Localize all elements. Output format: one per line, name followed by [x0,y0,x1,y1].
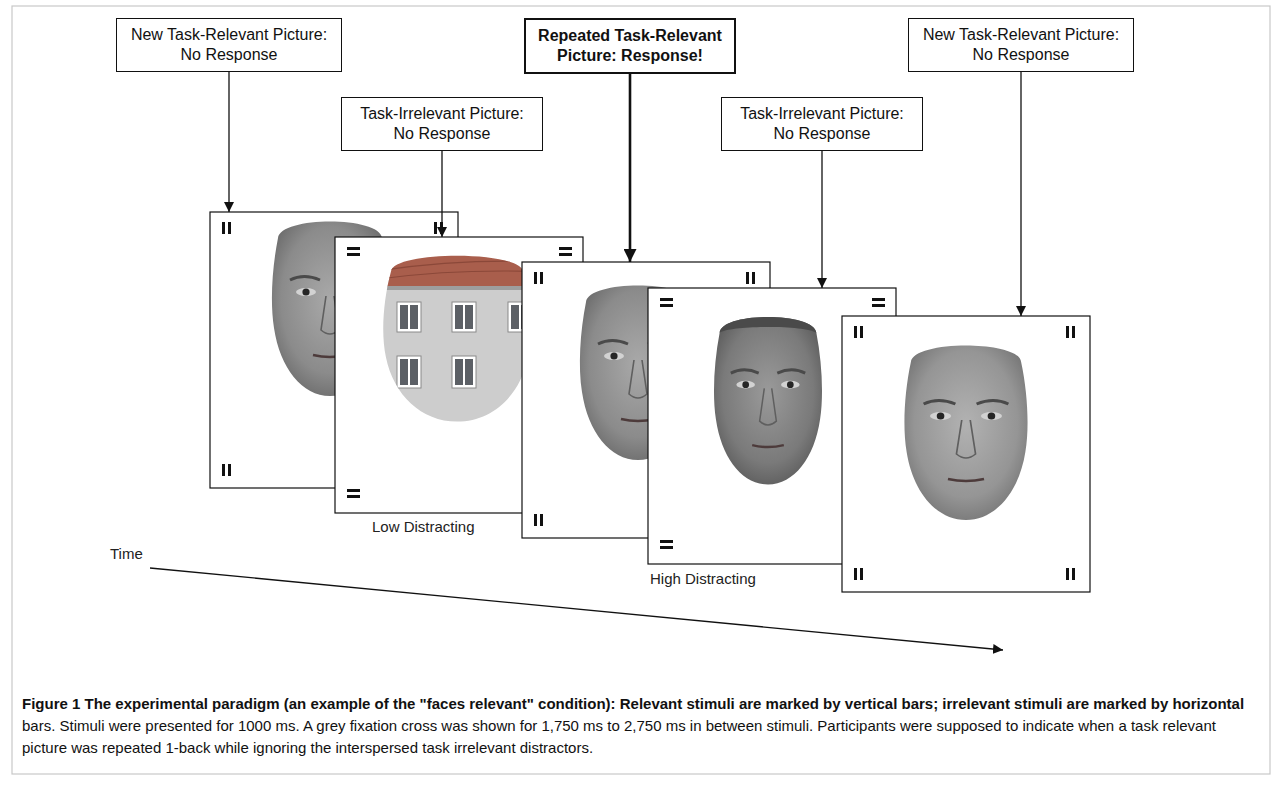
condition-label: Low Distracting [372,518,475,536]
house-picture-part [397,302,532,388]
vertical-bar-mark-part [1072,326,1075,338]
vertical-bar-mark-part [860,568,863,580]
house-picture-part-part [465,305,473,329]
callout-box: New Task-Relevant Picture: No Response [908,18,1134,72]
pointer-arrow-part [1020,70,1021,316]
stimulus-frame [842,316,1090,592]
callout-text: Task-Irrelevant Picture: No Response [350,104,534,144]
house-picture-part-part [455,305,463,329]
house-picture-part-part [465,359,473,385]
horizontal-bar-mark-part [660,540,673,543]
face-picture [714,317,822,485]
vertical-bar-mark-part [540,514,543,526]
house-picture-part-part [400,359,408,385]
axis-label: Time [110,545,143,563]
house-picture-part-part [400,305,408,329]
house-picture-part-part [410,359,418,385]
pointer-arrow [229,70,1021,316]
house-picture-part-part [455,359,463,385]
vertical-bar-mark-part [860,326,863,338]
horizontal-bar-mark-part [559,253,572,256]
horizontal-bar-mark-part [660,304,673,307]
house-picture-part-part [452,302,476,332]
vertical-bar-mark-part [222,464,225,476]
face-picture-part [731,370,805,447]
vertical-bar-mark-part [228,222,231,234]
vertical-bar-mark-part [1066,326,1069,338]
pointer-arrow-part [228,70,229,212]
horizontal-bar-mark-part [660,298,673,301]
pointer-arrow-part [441,148,442,237]
horizontal-bar-mark-part [872,298,885,301]
horizontal-bar-mark-part [347,489,360,492]
vertical-bar-mark-part [752,272,755,284]
callout-text: New Task-Relevant Picture: No Response [125,25,333,65]
vertical-bar-mark-part [222,222,225,234]
callout-box: New Task-Relevant Picture: No Response [116,18,342,72]
house-picture-part-part [397,356,421,388]
vertical-bar-mark-part [434,222,437,234]
face-picture-part [924,401,1009,482]
callout-text: Repeated Task-Relevant Picture: Response… [534,26,726,66]
house-picture-part-part [410,305,418,329]
horizontal-bar-mark-part [347,253,360,256]
vertical-bar-mark-part [228,464,231,476]
horizontal-bar-mark-part [347,247,360,250]
callout-text: Task-Irrelevant Picture: No Response [730,104,914,144]
house-picture-part-part [397,302,421,332]
pointer-arrow-part [629,70,632,262]
figure-caption: Figure 1 The experimental paradigm (an e… [22,693,1260,758]
vertical-bar-mark-part [534,514,537,526]
face-picture [904,346,1027,521]
vertical-bar-mark-part [540,272,543,284]
horizontal-bar-mark-part [347,495,360,498]
face-picture-part [714,317,822,485]
house-picture-part-part [452,356,476,388]
vertical-bar-mark-part [1066,568,1069,580]
pointer-arrow-part [821,148,822,288]
horizontal-bar-mark-part [660,546,673,549]
vertical-bar-mark-part [1072,568,1075,580]
face-picture-part [904,346,1027,521]
face-picture-part [720,317,817,333]
horizontal-bar-mark-part [872,304,885,307]
time-arrow [150,568,1003,650]
figure-border [12,6,1270,774]
house-picture-part [400,305,529,385]
callout-text: New Task-Relevant Picture: No Response [917,25,1125,65]
response-callout-box: Repeated Task-Relevant Picture: Response… [524,18,736,74]
callout-box: Task-Irrelevant Picture: No Response [721,97,923,151]
condition-label: High Distracting [650,570,756,588]
vertical-bar-mark-part [746,272,749,284]
vertical-bar-mark [854,326,1075,580]
vertical-bar-mark-part [534,272,537,284]
house-picture-part-part [511,305,519,329]
horizontal-bar-mark-part [559,247,572,250]
vertical-bar-mark-part [854,326,857,338]
stimulus-frame-part [842,316,1090,592]
vertical-bar-mark-part [854,568,857,580]
callout-box: Task-Irrelevant Picture: No Response [341,97,543,151]
